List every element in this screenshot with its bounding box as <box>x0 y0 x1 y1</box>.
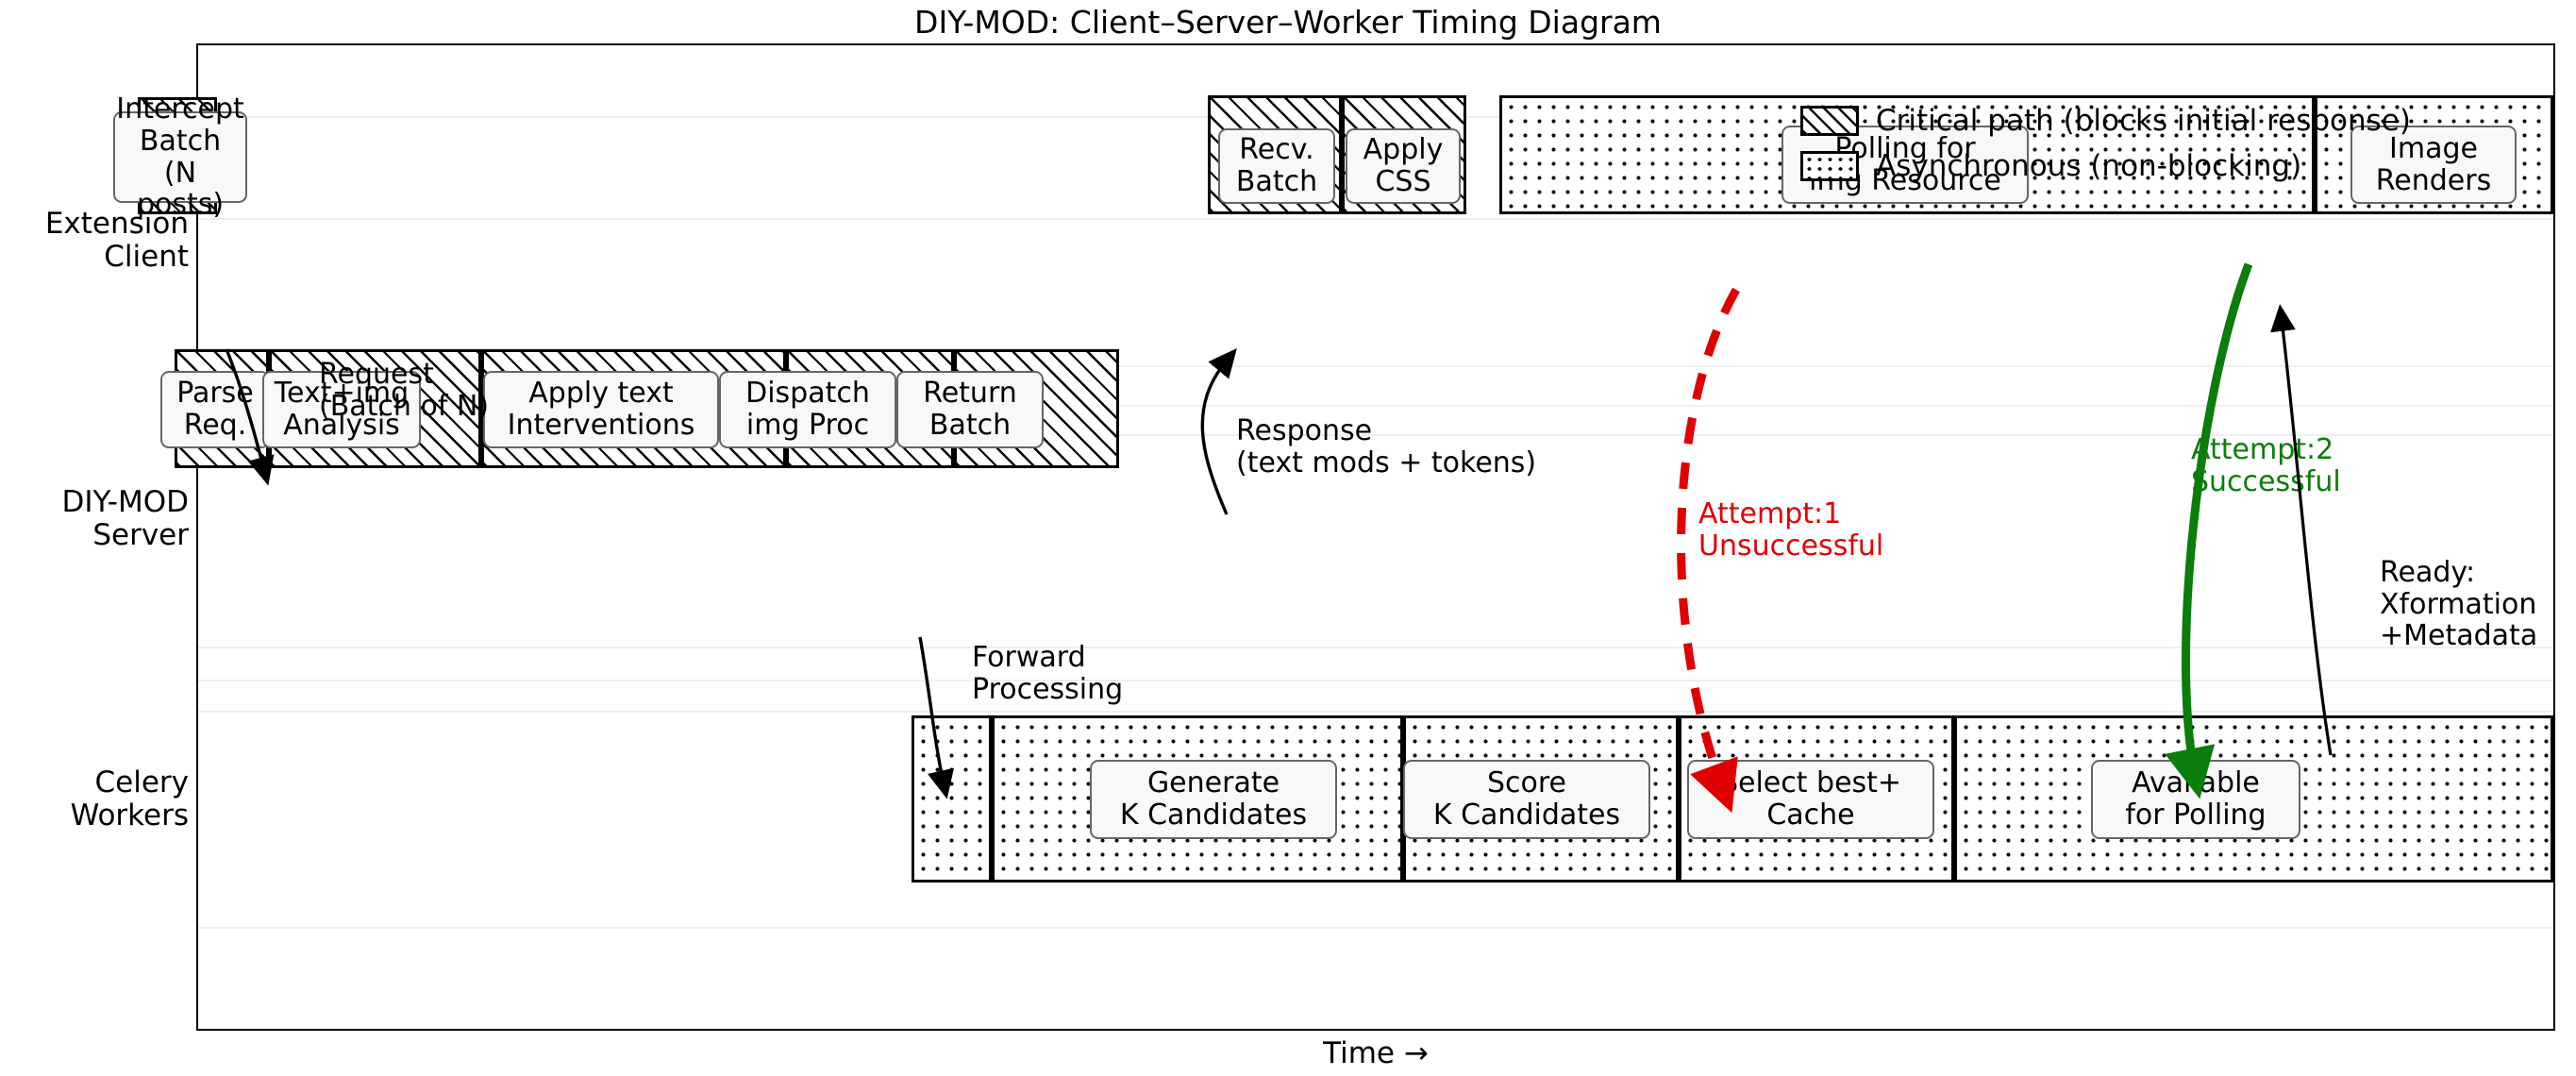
label-intercept-batch: Intercept Batch (N posts) <box>113 93 247 220</box>
dots-swatch-icon <box>1800 151 1859 181</box>
legend-item-asynchronous: Asynchronous (non-blocking) <box>1800 143 2536 189</box>
label-select-best-cache: Select best+ Cache <box>1687 760 1934 839</box>
gridline <box>198 647 2553 648</box>
label-apply-css: Apply CSS <box>1346 128 1461 204</box>
legend-label-critical-path: Critical path (blocks initial response) <box>1876 104 2411 138</box>
label-parse-req: Parse Req. <box>160 371 270 448</box>
bar-polling-img-resource[interactable] <box>1499 95 2315 214</box>
label-available-for-polling: Available for Polling <box>2091 760 2300 839</box>
annotation-attempt-1: Attempt:1 Unsuccessful <box>1698 497 1884 563</box>
annotation-ready-xformation: Ready: Xformation +Metadata <box>2380 556 2538 653</box>
gridline <box>198 434 2553 436</box>
annotation-response: Response (text mods + tokens) <box>1236 414 1537 479</box>
x-axis-label: Time → <box>1323 1036 1429 1070</box>
label-return-batch: Return Batch <box>896 371 1044 448</box>
legend-item-critical-path: Critical path (blocks initial response) <box>1800 98 2536 143</box>
lane-label-diy-mod-server: DIY-MOD Server <box>0 485 189 552</box>
label-dispatch-img-proc: Dispatch img Proc <box>719 371 896 448</box>
annotation-request: Request (Batch of N) <box>319 358 490 423</box>
label-apply-text-interventions: Apply text Interventions <box>483 371 719 448</box>
gridline <box>198 711 2553 713</box>
bar-queue-wait[interactable] <box>912 715 992 883</box>
lane-label-diy-mod-server-text: DIY-MOD Server <box>61 485 189 552</box>
plot-area: Intercept Batch (N posts) Recv. Batch Ap… <box>113 43 2555 1031</box>
label-generate-k-candidates: Generate K Candidates <box>1090 760 1337 839</box>
gridline <box>198 680 2553 681</box>
lane-label-celery-workers: Celery Workers <box>0 766 189 832</box>
annotation-attempt-2: Attempt:2 Successful <box>2191 433 2341 498</box>
bar-text-img-analysis[interactable] <box>269 349 481 468</box>
gridline <box>198 405 2553 407</box>
gridline <box>198 365 2553 367</box>
label-recv-batch: Recv. Batch <box>1218 128 1335 204</box>
label-score-k-candidates: Score K Candidates <box>1403 760 1650 839</box>
lane-label-celery-workers-text: Celery Workers <box>70 765 189 832</box>
label-polling-img-resource: Polling for img Resource <box>1781 126 2029 204</box>
gridline <box>198 218 2553 220</box>
label-image-renders: Image Renders <box>2350 126 2517 204</box>
legend: Critical path (blocks initial response) … <box>1800 98 2536 189</box>
gridline <box>198 927 2553 929</box>
legend-label-asynchronous: Asynchronous (non-blocking) <box>1876 149 2302 183</box>
hatch-swatch-icon <box>1800 106 1859 136</box>
annotation-forward-processing: Forward Processing <box>972 641 1124 706</box>
page-title: DIY-MOD: Client–Server–Worker Timing Dia… <box>914 4 1662 41</box>
